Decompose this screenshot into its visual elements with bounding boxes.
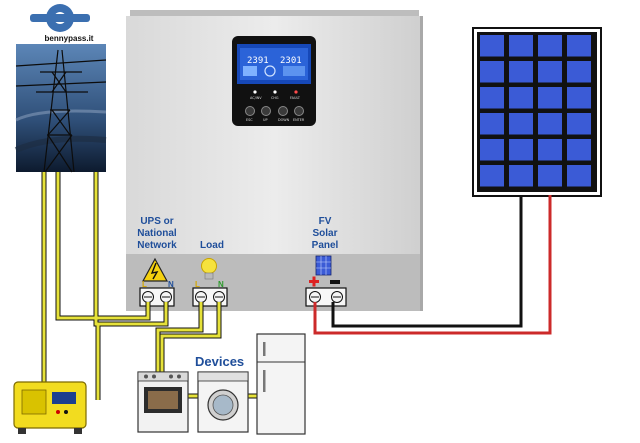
display-right-reading: 2301 <box>280 56 302 66</box>
fridge-icon <box>256 333 306 435</box>
solar-cell <box>480 139 504 161</box>
solar-cell <box>538 139 562 161</box>
up-button[interactable] <box>261 106 271 116</box>
down-button[interactable] <box>278 106 288 116</box>
solar-cell <box>509 165 533 187</box>
inverter-control-panel <box>232 36 316 126</box>
indicator-chg-label: CHG <box>271 96 279 100</box>
load-l-letter: L <box>195 280 200 289</box>
indicator-acinv-label: AC/INV <box>250 96 262 100</box>
pv-label-line: Solar <box>312 228 338 239</box>
inverter-buttons <box>245 106 304 116</box>
solar-cell <box>567 35 591 57</box>
solar-cell <box>509 35 533 57</box>
oven-icon <box>137 371 189 433</box>
esc-label: ESC <box>246 118 253 122</box>
devices-label: Devices <box>195 354 245 369</box>
grid-terminal-block <box>139 287 175 307</box>
display-left-reading: 2391 <box>247 56 269 66</box>
minus-icon <box>330 280 340 284</box>
solar-cell <box>538 35 562 57</box>
solar-cell <box>567 113 591 135</box>
load-terminal-block <box>192 287 228 307</box>
logo-gear-icon <box>30 4 90 32</box>
indicator-fault-label: FAULT <box>290 96 301 100</box>
solar-cell <box>509 139 533 161</box>
solar-cell <box>538 87 562 109</box>
solar-cell <box>480 87 504 109</box>
solar-cell <box>567 87 591 109</box>
solar-cell <box>480 165 504 187</box>
solar-cell <box>538 165 562 187</box>
down-label: DOWN <box>278 118 290 122</box>
power-pylon-photo <box>14 44 107 173</box>
battery-icon <box>243 66 257 76</box>
grid-label-line: National <box>137 228 177 239</box>
pv-label: FV Solar Panel <box>306 216 344 252</box>
pv-label-line: FV <box>318 216 332 227</box>
washing-machine-icon <box>197 371 249 433</box>
lightbulb-icon <box>201 258 217 280</box>
esc-button[interactable] <box>245 106 255 116</box>
solar-panel-icon <box>315 255 332 276</box>
solar-cell <box>567 61 591 83</box>
pv-label-line: Panel <box>311 240 339 251</box>
solar-cell <box>509 61 533 83</box>
plus-icon <box>309 276 319 287</box>
grid-label-line: Network <box>137 240 177 251</box>
grid-n-letter: N <box>168 280 174 289</box>
enter-button[interactable] <box>294 106 304 116</box>
grid-l-letter: L <box>142 280 147 289</box>
pv-wires <box>313 195 552 335</box>
solar-cells <box>480 35 591 187</box>
solar-cell <box>480 61 504 83</box>
generator-icon <box>13 381 87 434</box>
solar-cell <box>509 87 533 109</box>
enter-label: ENTER <box>293 118 305 122</box>
solar-cell <box>480 113 504 135</box>
load-label: Load <box>200 240 224 251</box>
sun-icon <box>264 65 276 77</box>
solar-cell <box>538 61 562 83</box>
solar-cell <box>480 35 504 57</box>
logo-text[interactable]: bennypass.it <box>44 34 94 43</box>
solar-cell <box>538 113 562 135</box>
solar-cell <box>567 165 591 187</box>
pv-terminal-block <box>305 287 347 307</box>
solar-cell <box>567 139 591 161</box>
load-n-letter: N <box>218 280 224 289</box>
solar-panel <box>472 27 602 197</box>
grid-label-line: UPS or <box>140 216 174 227</box>
solar-cell <box>509 113 533 135</box>
warning-icon <box>141 257 169 282</box>
up-label: UP <box>263 118 268 122</box>
grid-label: UPS or National Network <box>131 216 183 252</box>
